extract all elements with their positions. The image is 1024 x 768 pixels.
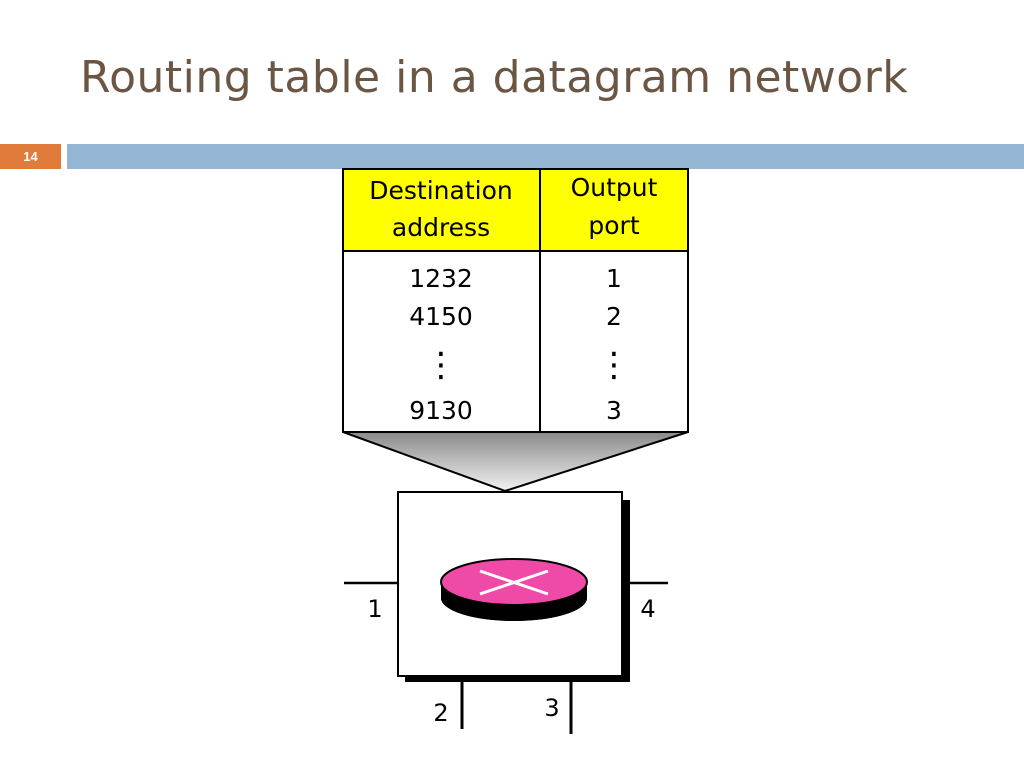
header-output-line2: port [588,211,639,240]
header-destination-line2: address [392,213,490,242]
port-label-3: 3 [544,694,559,722]
table-cell-address: 9130 [409,396,473,425]
table-cell-address: 1232 [409,264,473,293]
table-body [342,250,689,433]
router-icon [440,558,588,621]
table-ellipsis: ⋮ [597,345,631,385]
port-label-2: 2 [433,699,448,727]
table-cell-port: 1 [606,264,622,293]
port-label-1: 1 [367,595,382,623]
header-destination-line1: Destination [369,176,512,205]
table-cell-port: 3 [606,396,622,425]
port-label-4: 4 [640,595,655,623]
slide-title: Routing table in a datagram network [80,52,909,103]
routing-table: Destination address Output port 1232 1 4… [342,168,689,433]
table-header-row [342,168,689,252]
table-cell-port: 2 [606,302,622,331]
table-ellipsis: ⋮ [424,345,458,385]
slide-number: 14 [0,144,61,169]
table-cell-address: 4150 [409,302,473,331]
table-funnel [342,431,689,493]
header-output-line1: Output [571,173,658,202]
router: 1 2 3 4 [344,491,668,734]
title-bar [67,144,1024,169]
